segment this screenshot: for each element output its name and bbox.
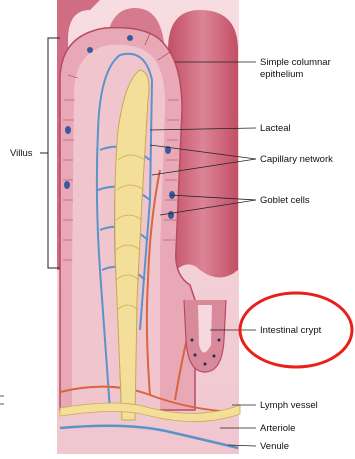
arteriole-label: Arteriole: [260, 423, 295, 434]
venule-label: Venule: [260, 441, 289, 452]
lacteal-label: Lacteal: [260, 123, 291, 134]
capillary-network-label: Capillary network: [260, 154, 333, 165]
edge-marks: [0, 396, 4, 404]
goblet-cells-label: Goblet cells: [260, 195, 310, 206]
intestinal-crypt-label: Intestinal crypt: [260, 325, 321, 336]
lymph-vessel-label: Lymph vessel: [260, 400, 318, 411]
crypt-lumen: [198, 305, 212, 353]
simple-columnar-label-line2: epithelium: [260, 69, 303, 80]
simple-columnar-label-line1: Simple columnar: [260, 57, 331, 68]
villus-label: Villus: [10, 148, 33, 159]
